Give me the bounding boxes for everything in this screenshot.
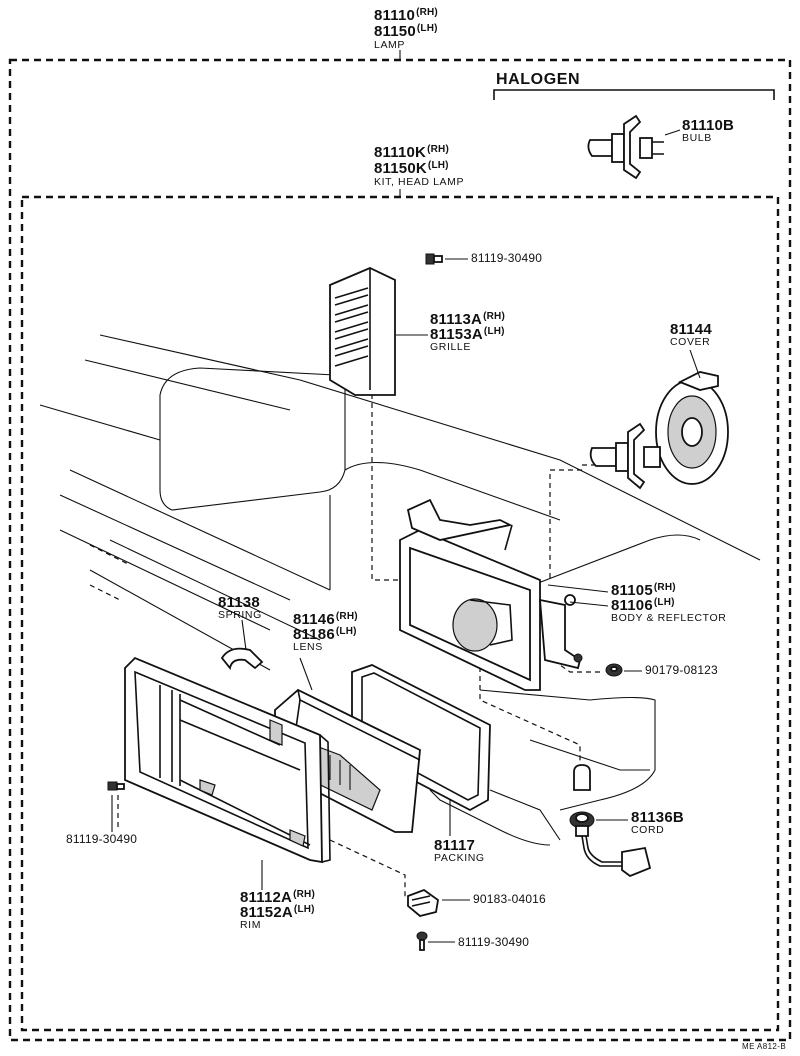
- cover-leader: [689, 349, 701, 379]
- rim-sfx-lh: (LH): [293, 904, 315, 915]
- lens-label: 81146(RH) 81186(LH) LENS: [293, 612, 358, 653]
- grille-pn-lh: 81153A: [430, 326, 483, 343]
- screw-top-pn: 81119-30490: [471, 251, 543, 265]
- lamp-sfx-rh: (RH): [416, 7, 438, 18]
- body-reflector-name: BODY & REFLECTOR: [611, 612, 727, 624]
- body-reflector-leader: [547, 584, 609, 607]
- rim-name: RIM: [240, 919, 262, 931]
- rim-pn-rh: 81112A: [240, 889, 293, 906]
- spring-pn: 81138: [218, 594, 260, 611]
- rim-pn-lh: 81152A: [240, 904, 293, 921]
- body-reflector-pn-rh: 81105: [611, 582, 653, 599]
- lamp-name: LAMP: [374, 39, 405, 51]
- body-reflector-sfx-lh: (LH): [653, 597, 675, 608]
- kit-sfx-lh: (LH): [427, 160, 449, 171]
- screw-bottom-pn: 81119-30490: [458, 935, 530, 949]
- packing-pn: 81117: [434, 837, 476, 854]
- grille-icon: [329, 267, 396, 396]
- cover-bulb-icon: [589, 422, 661, 490]
- lens-leader: [299, 657, 313, 691]
- assembly-guide-lines: [89, 385, 605, 900]
- grille-sfx-lh: (LH): [483, 326, 505, 337]
- rim-label: 81112A(RH) 81152A(LH) RIM: [240, 890, 315, 931]
- clip-pn: 90183-04016: [473, 892, 546, 906]
- lamp-assembly-boundary: [8, 58, 792, 1042]
- body-reflector-icon: [399, 498, 583, 691]
- nut-pn: 90179-08123: [645, 663, 718, 677]
- lamp-pn-lh: 81150: [374, 23, 416, 40]
- body-reflector-pn-lh: 81106: [611, 597, 653, 614]
- spring-name: SPRING: [218, 609, 262, 621]
- vehicle-body-outline: [39, 334, 761, 846]
- bulb-pn: 81110B: [682, 117, 735, 134]
- kit-name: KIT, HEAD LAMP: [374, 176, 465, 188]
- kit-assembly-boundary: [20, 195, 780, 1032]
- body-reflector-sfx-rh: (RH): [653, 582, 676, 593]
- cover-pn: 81144: [670, 321, 712, 338]
- grille-label: 81113A(RH) 81153A(LH) GRILLE: [430, 312, 505, 353]
- halogen-bracket: [493, 89, 775, 100]
- kit-pn-rh: 81110K: [374, 144, 427, 161]
- spring-leader: [241, 619, 247, 651]
- clip-icon: [407, 888, 439, 917]
- spring-icon: [220, 647, 264, 671]
- lens-pn-lh: 81186: [293, 626, 335, 643]
- kit-pn-lh: 81150K: [374, 160, 427, 177]
- spring-label: 81138 SPRING: [218, 595, 262, 621]
- lamp-sfx-lh: (LH): [416, 23, 438, 34]
- screw-left-icon: [107, 781, 125, 791]
- cover-name: COVER: [670, 336, 711, 348]
- grille-pn-rh: 81113A: [430, 311, 483, 328]
- screw-bottom-icon: [416, 931, 428, 951]
- kit-label: 81110K(RH) 81150K(LH) KIT, HEAD LAMP: [374, 145, 464, 188]
- lens-name: LENS: [293, 641, 323, 653]
- grille-sfx-rh: (RH): [483, 311, 505, 322]
- lens-sfx-lh: (LH): [335, 626, 357, 637]
- cover-label: 81144 COVER: [670, 322, 712, 348]
- drawing-code: ME A812-B: [742, 1042, 787, 1051]
- grille-name: GRILLE: [430, 341, 471, 353]
- kit-sfx-rh: (RH): [427, 144, 449, 155]
- cover-icon: [655, 371, 729, 485]
- lamp-label: 81110(RH) 81150(LH) LAMP: [374, 8, 438, 51]
- bulb-label: 81110B BULB: [682, 118, 734, 144]
- lamp-pn-rh: 81110: [374, 7, 416, 24]
- cord-pn: 81136B: [631, 809, 684, 826]
- lens-sfx-rh: (RH): [335, 611, 358, 622]
- cord-name: CORD: [631, 824, 665, 836]
- screw-top-icon: [425, 253, 443, 265]
- screw-left-pn: 81119-30490: [66, 832, 138, 846]
- halogen-bulb-icon: [587, 114, 664, 180]
- nut-icon: [605, 663, 623, 677]
- packing-name: PACKING: [434, 852, 485, 864]
- bulb-leader: [664, 129, 681, 136]
- rim-sfx-rh: (RH): [293, 889, 315, 900]
- packing-label: 81117 PACKING: [434, 838, 485, 864]
- bulb-name: BULB: [682, 132, 712, 144]
- cord-label: 81136B CORD: [631, 810, 684, 836]
- halogen-title: HALOGEN: [496, 71, 581, 88]
- cord-icon: [569, 764, 652, 878]
- body-reflector-label: 81105(RH) 81106(LH) BODY & REFLECTOR: [611, 583, 726, 624]
- rim-icon: [124, 656, 331, 864]
- lens-pn-rh: 81146: [293, 611, 335, 628]
